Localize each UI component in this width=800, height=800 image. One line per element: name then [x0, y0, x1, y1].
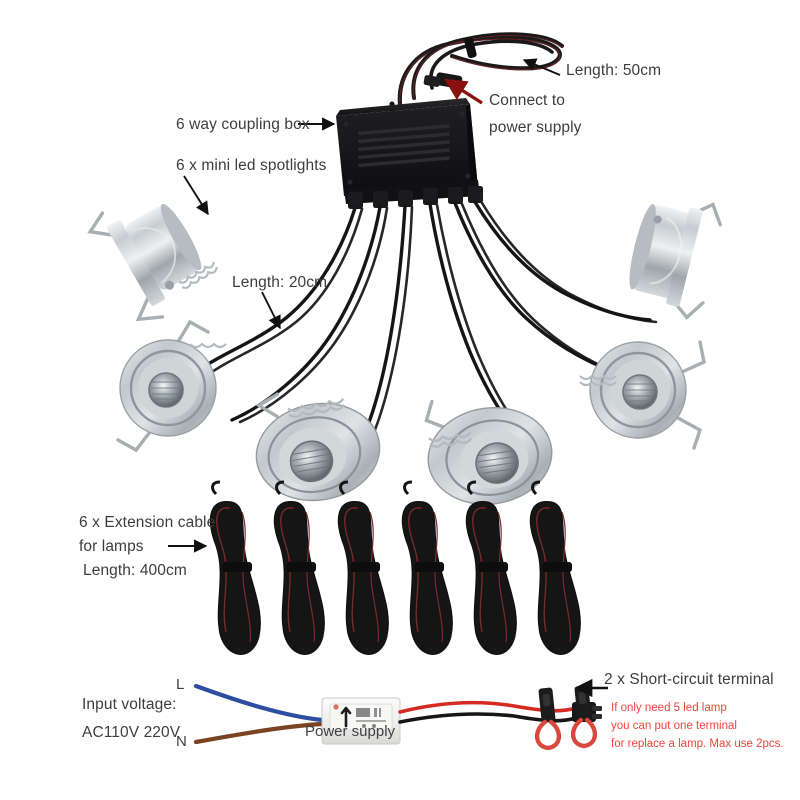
cable-tie [464, 37, 477, 59]
spring-coil [178, 261, 218, 289]
arrow-connect-to-power-supply [444, 78, 483, 105]
label-input-voltage-line1: Input voltage: [82, 696, 177, 713]
mounting-clips [116, 319, 210, 453]
label-connect-to-line1: Connect to [489, 92, 565, 109]
arrow-to-pigtail-length [261, 291, 281, 330]
short-circuit-terminal [534, 687, 562, 751]
label-terminal-note-line2: you can put one terminal [611, 720, 737, 732]
label-neutral-wire: N [176, 733, 187, 750]
spotlight-top-right [629, 202, 722, 320]
output-negative-lead [398, 712, 578, 724]
label-live-wire: L [176, 676, 185, 693]
mounting-clips [87, 211, 165, 322]
label-extension-cable-line3: Length: 400cm [83, 562, 187, 579]
arrow-to-spotlight [183, 175, 209, 216]
spotlight-center-left [255, 392, 381, 502]
spring-coil [579, 374, 617, 387]
coupling-box [336, 98, 483, 209]
arrow-to-input-cable [522, 58, 561, 76]
mounting-clips [676, 340, 706, 450]
lamp-pigtail-cables [194, 200, 652, 454]
spotlight-top-left [87, 203, 218, 322]
extension-cable-bundle [465, 480, 517, 655]
neutral-wire-N [193, 721, 325, 745]
power-supply-label-print [333, 704, 386, 728]
mounting-clips [255, 392, 280, 419]
label-spotlights: 6 x mini led spotlights [176, 157, 327, 174]
lamp-pigtail-cables-second-conductor [204, 201, 658, 456]
spotlight-mid-left [116, 319, 227, 453]
label-input-cable-length: Length: 50cm [566, 62, 662, 79]
mains-input-wires [193, 683, 325, 745]
extension-cable-bundle [529, 480, 581, 655]
label-terminal-note-line3: for replace a lamp. Max use 2pcs. [611, 738, 784, 750]
spring-coil [287, 398, 346, 418]
mounting-clips [424, 399, 448, 430]
short-circuit-terminals [534, 685, 598, 751]
output-positive-lead [398, 700, 578, 714]
input-cable-50cm [397, 32, 564, 107]
spotlight-center-right [424, 399, 553, 506]
callout-arrows [168, 58, 608, 698]
live-wire-L [193, 683, 325, 723]
extension-cable-bundle [337, 480, 389, 655]
label-extension-cable-line2: for lamps [79, 538, 144, 555]
extension-cable-bundles [209, 480, 581, 655]
extension-cable-bundle [209, 480, 261, 655]
label-short-circuit-terminal: 2 x Short-circuit terminal [604, 671, 774, 688]
label-connect-to-line2: power supply [489, 119, 582, 136]
label-power-supply: Power supply [305, 723, 396, 740]
spotlight-mid-right [579, 340, 706, 450]
spring-coil [189, 342, 227, 349]
label-coupling-box: 6 way coupling box [176, 116, 310, 133]
label-terminal-note-line1: If only need 5 led lamp [611, 702, 727, 714]
coupling-box-vents [358, 124, 450, 167]
coupling-box-ports [348, 186, 483, 209]
extension-cable-bundle [273, 480, 325, 655]
spring-coil [428, 431, 473, 448]
label-input-voltage-line2: AC110V 220V [82, 724, 181, 741]
label-extension-cable-line1: 6 x Extension cable [79, 514, 216, 531]
extension-cable-bundle [401, 480, 453, 655]
label-pigtail-length: Length: 20cm [232, 274, 328, 291]
